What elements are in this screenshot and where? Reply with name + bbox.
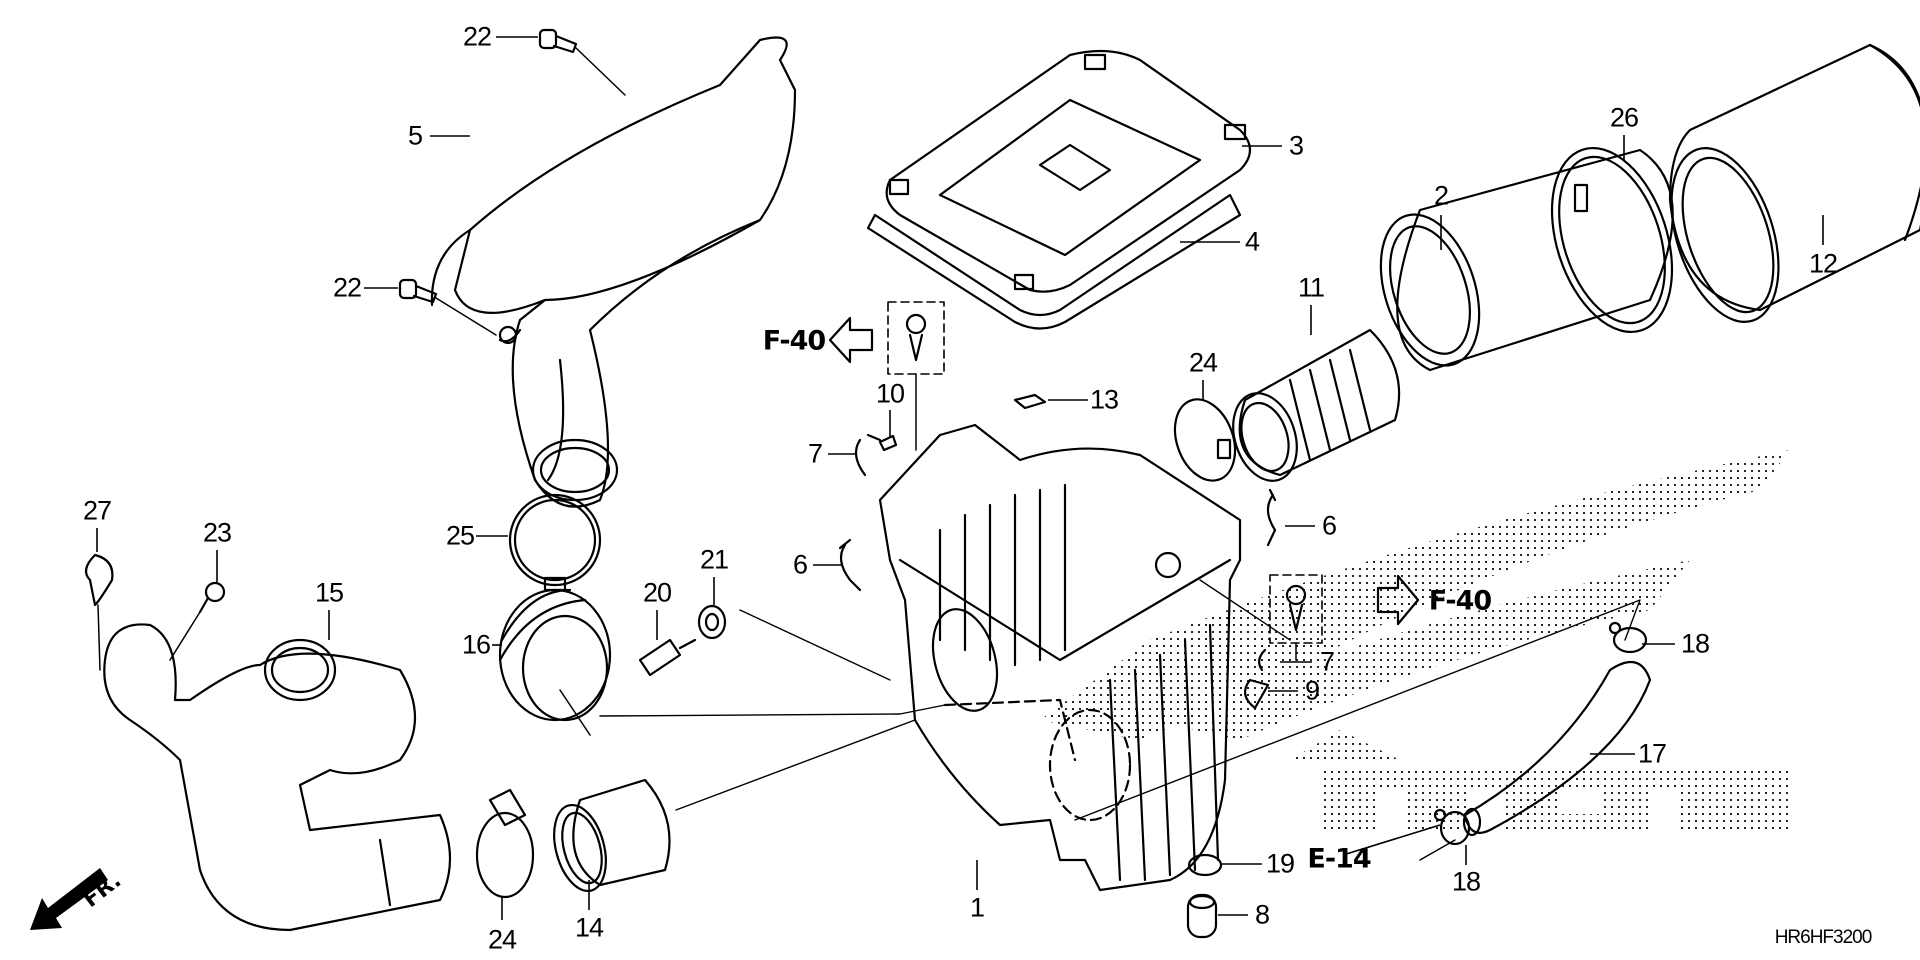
part-24-clamp-top [1173,398,1237,482]
callout-25: 25 [445,520,475,551]
reference-e14[interactable]: E-14 [1307,843,1371,875]
part-19-clip [1187,853,1223,877]
part-7-clip-left [854,433,882,477]
front-direction-arrow-icon [30,868,108,930]
callout-22-mid: 22 [332,272,362,303]
part-pushclip-box-right [1269,574,1323,661]
part-18-clip-bottom [1433,808,1471,846]
part-25-band-clamp [508,493,602,592]
callout-12: 12 [1808,248,1838,279]
callout-18-bottom: 18 [1451,866,1481,897]
callout-24-top: 24 [1188,347,1218,378]
part-1-case [878,423,1242,892]
part-20-sensor [638,638,697,677]
part-22-bolt-top [538,28,626,96]
part-4-cover-seal [866,193,1242,330]
part-12-sleeve [1668,43,1920,323]
part-11-tube [1232,328,1401,482]
callout-2: 2 [1433,180,1449,211]
callout-14: 14 [574,912,604,943]
callout-8: 8 [1254,899,1270,930]
callout-17: 17 [1637,738,1667,769]
reference-f40-right[interactable]: F-40 [1428,585,1492,617]
callout-18-top: 18 [1680,628,1710,659]
callout-21: 21 [699,544,729,575]
reference-f40-left[interactable]: F-40 [762,325,826,357]
callout-6-left: 6 [792,549,808,580]
assembly-lines [599,579,1641,861]
part-9-clip [1243,678,1270,710]
part-16-duct-joint [498,588,612,736]
part-6-clip-left [838,538,862,592]
arrow-right-icon [1376,574,1420,626]
part-10-clip [878,434,898,452]
part-13-pad [1013,393,1047,410]
part-5-duct-cover [430,36,797,508]
part-14-intake-joint [553,778,671,893]
callout-9: 9 [1304,675,1320,706]
honda-text-watermark [1320,770,1790,832]
part-24-clamp-bottom [475,788,535,899]
part-22-bolt-mid [398,278,497,336]
part-17-drain-tube [1462,660,1652,837]
callout-19: 19 [1265,848,1295,879]
callout-7-right: 7 [1319,646,1335,677]
part-7-clip-right [1258,648,1267,672]
part-6-clip-right [1266,488,1277,547]
callout-6-right: 6 [1321,510,1337,541]
part-2-filter [1379,148,1674,372]
callout-13: 13 [1089,384,1119,415]
part-8-drain-plug [1186,893,1218,939]
callout-4: 4 [1244,226,1260,257]
part-23-clip [169,581,226,661]
callout-22-top: 22 [462,21,492,52]
part-18-clip-top [1608,621,1648,654]
callout-20: 20 [642,577,672,608]
part-3-case-cover [885,49,1252,293]
callout-15: 15 [314,577,344,608]
drawing-code: HR6HF3200 [1774,927,1873,948]
part-15-intake-duct [103,623,452,932]
callout-11: 11 [1297,272,1325,303]
callout-10: 10 [875,378,905,409]
part-26-band-clamp [1550,146,1674,334]
part-pushclip-box-left [887,301,945,451]
part-21-grommet [697,604,727,640]
callout-16: 16 [461,629,491,660]
callout-1: 1 [969,892,985,923]
part-27-clamp [84,553,114,671]
callout-leaders [96,36,1824,920]
callout-24-bottom: 24 [487,924,517,955]
arrow-left-icon [828,316,874,364]
callout-26: 26 [1609,102,1639,133]
callout-27: 27 [82,495,112,526]
callout-7-left: 7 [807,438,823,469]
callout-5: 5 [407,120,423,151]
callout-23: 23 [202,517,232,548]
callout-3: 3 [1288,130,1304,161]
